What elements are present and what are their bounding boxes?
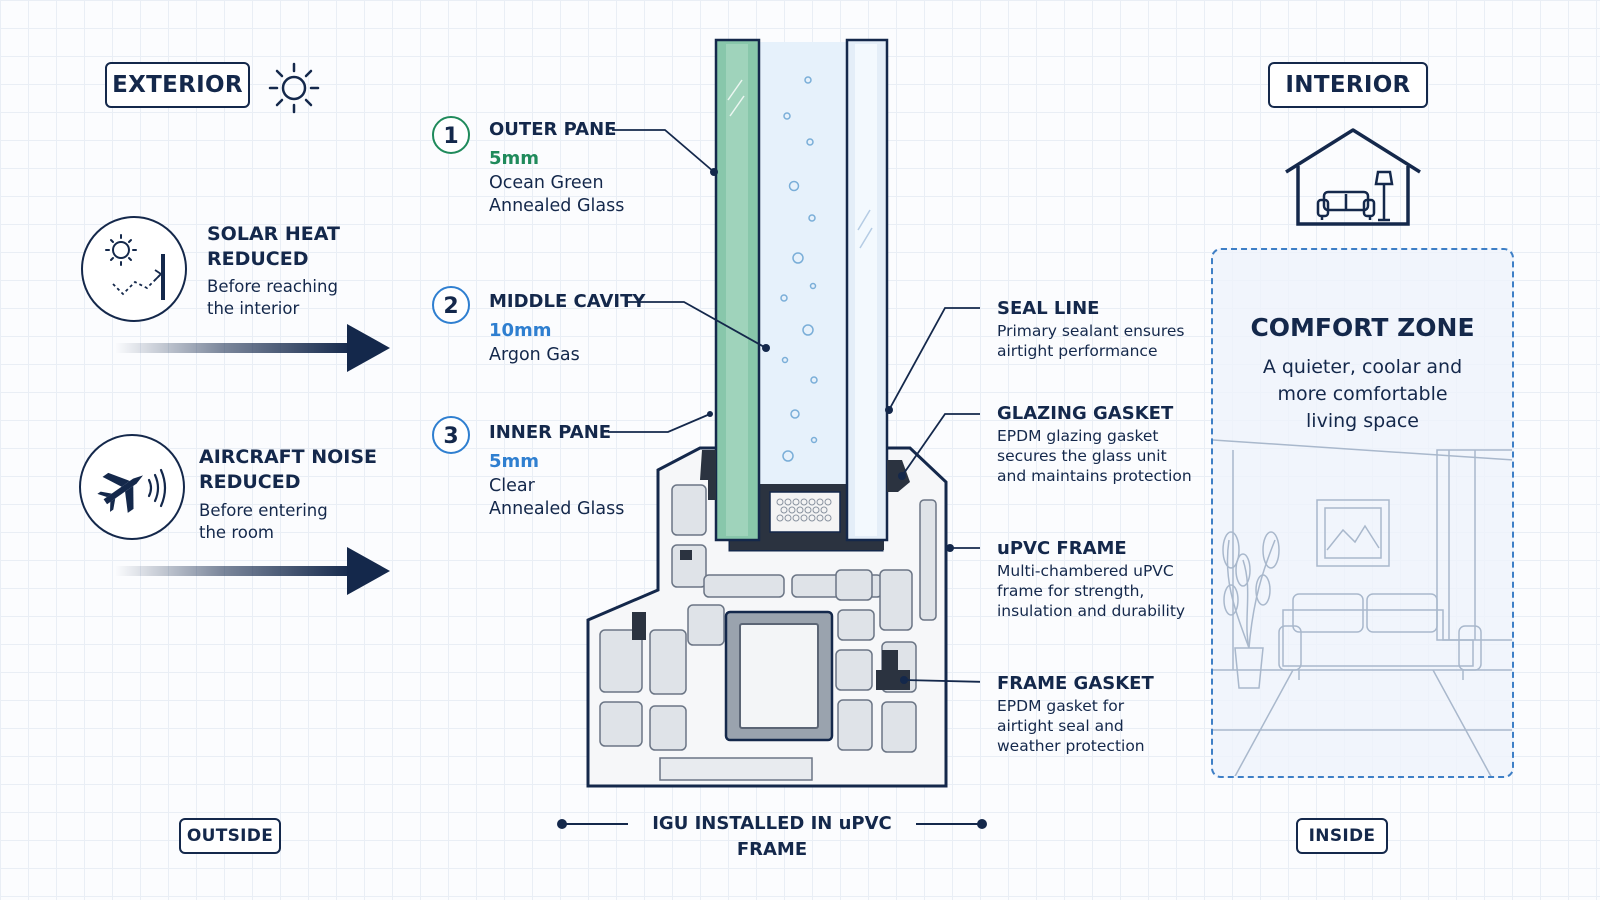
left-glazing-gasket [700, 450, 716, 500]
aircraft-noise-text: AIRCRAFT NOISE REDUCED Before entering t… [199, 445, 377, 544]
caption-line [557, 819, 987, 829]
outer-pane-desc-1: Ocean Green [489, 173, 604, 193]
middle-cavity-callout: MIDDLE CAVITY 10mm Argon Gas [489, 290, 645, 367]
outer-pane-title: OUTER PANE [489, 119, 617, 140]
interior-label-text: INTERIOR [1285, 72, 1411, 98]
upvc-frame-desc-2: frame for strength, [997, 582, 1145, 600]
inner-pane-leader [608, 413, 711, 433]
comfort-zone-title: COMFORT ZONE [1250, 313, 1475, 342]
seal-line-desc-2: airtight performance [997, 342, 1158, 360]
solar-arrow [115, 324, 390, 372]
layer-number-1: 1 [432, 116, 470, 154]
inner-pane-title: INNER PANE [489, 422, 612, 443]
seal-line-callout: SEAL LINE Primary sealant ensures airtig… [997, 297, 1184, 361]
sound-waves-icon [147, 468, 167, 508]
inner-pane-callout: INNER PANE 5mm Clear Annealed Glass [489, 421, 624, 521]
solar-heat-title-2: REDUCED [207, 248, 309, 270]
glazing-gasket-leader [901, 413, 980, 477]
aircraft-noise-desc-2: the room [199, 523, 275, 542]
igu-cross-section [586, 38, 954, 788]
comfort-zone-desc-3: living space [1306, 410, 1419, 432]
seal-line-title: SEAL LINE [997, 298, 1100, 319]
house-icon [1285, 128, 1421, 226]
middle-cavity-leader [626, 301, 767, 349]
solar-reflection-icon [105, 234, 165, 300]
aircraft-noise-desc-1: Before entering [199, 501, 328, 520]
seal-line-desc-1: Primary sealant ensures [997, 322, 1185, 340]
exterior-label: EXTERIOR [105, 62, 250, 108]
frame-gasket-leader [903, 679, 980, 683]
layer-number-3: 3 [432, 416, 470, 454]
inner-pane-desc-1: Clear [489, 476, 535, 496]
aircraft-noise-title-1: AIRCRAFT NOISE [199, 446, 378, 468]
comfort-zone: COMFORT ZONE A quieter, coolar and more … [1211, 248, 1514, 778]
middle-cavity-title: MIDDLE CAVITY [489, 291, 646, 312]
aircraft-noise-circle [79, 434, 185, 540]
comfort-zone-text: COMFORT ZONE A quieter, coolar and more … [1213, 312, 1512, 435]
upvc-frame-title: uPVC FRAME [997, 538, 1127, 559]
aircraft-noise-title-2: REDUCED [199, 471, 301, 493]
inside-label-text: INSIDE [1308, 826, 1376, 846]
glazing-gasket-desc-1: EPDM glazing gasket [997, 427, 1159, 445]
airplane-icon [97, 468, 167, 513]
lamp-icon [1374, 170, 1394, 222]
layer-number-2: 2 [432, 286, 470, 324]
glazing-gasket-desc-3: and maintains protection [997, 467, 1192, 485]
frame-gasket-callout: FRAME GASKET EPDM gasket for airtight se… [997, 672, 1154, 756]
solar-heat-desc-2: the interior [207, 299, 300, 318]
seal-line-leader [888, 307, 980, 411]
argon-bubbles [780, 76, 818, 462]
glazing-gasket-title: GLAZING GASKET [997, 403, 1174, 424]
layer-number-1-text: 1 [443, 124, 459, 149]
layer-number-3-text: 3 [443, 424, 459, 449]
frame-gasket-title: FRAME GASKET [997, 673, 1154, 694]
frame-gasket-desc-2: airtight seal and [997, 717, 1124, 735]
solar-heat-title-1: SOLAR HEAT [207, 223, 340, 245]
outer-pane-callout: OUTER PANE 5mm Ocean Green Annealed Glas… [489, 118, 624, 218]
outside-label: OUTSIDE [179, 818, 281, 854]
sofa-icon [1316, 190, 1376, 220]
upvc-frame-desc-1: Multi-chambered uPVC [997, 562, 1174, 580]
middle-cavity-desc-1: Argon Gas [489, 345, 580, 365]
frame-gasket-desc-3: weather protection [997, 737, 1145, 755]
inner-pane-desc-2: Annealed Glass [489, 499, 625, 519]
argon-cavity [759, 42, 847, 484]
caption: IGU INSTALLED IN uPVC FRAME [628, 811, 916, 863]
comfort-zone-desc-2: more comfortable [1277, 383, 1448, 405]
layer-number-2-text: 2 [443, 294, 459, 319]
upvc-frame-callout: uPVC FRAME Multi-chambered uPVC frame fo… [997, 537, 1185, 621]
inner-pane-value: 5mm [489, 451, 540, 472]
solar-heat-text: SOLAR HEAT REDUCED Before reaching the i… [207, 222, 340, 320]
solar-heat-circle [81, 216, 187, 322]
outer-pane-value: 5mm [489, 148, 540, 169]
middle-cavity-value: 10mm [489, 320, 552, 341]
interior-label: INTERIOR [1268, 62, 1428, 108]
frame-gasket-desc-1: EPDM gasket for [997, 697, 1125, 715]
leader-lines [608, 129, 980, 683]
sun-icon [268, 62, 320, 114]
caption-text: IGU INSTALLED IN uPVC FRAME [652, 813, 892, 860]
outer-pane-leader [612, 129, 715, 173]
room-illustration [1213, 439, 1512, 776]
outside-label-text: OUTSIDE [186, 826, 274, 846]
outer-pane-desc-2: Annealed Glass [489, 196, 625, 216]
inside-label: INSIDE [1296, 818, 1388, 854]
glazing-gasket-desc-2: secures the glass unit [997, 447, 1167, 465]
comfort-zone-desc-1: A quieter, coolar and [1262, 356, 1463, 378]
upvc-frame-desc-3: insulation and durability [997, 602, 1186, 620]
exterior-label-text: EXTERIOR [112, 72, 243, 98]
solar-heat-desc-1: Before reaching [207, 277, 338, 296]
noise-arrow [115, 547, 390, 595]
glazing-gasket-callout: GLAZING GASKET EPDM glazing gasket secur… [997, 402, 1192, 486]
